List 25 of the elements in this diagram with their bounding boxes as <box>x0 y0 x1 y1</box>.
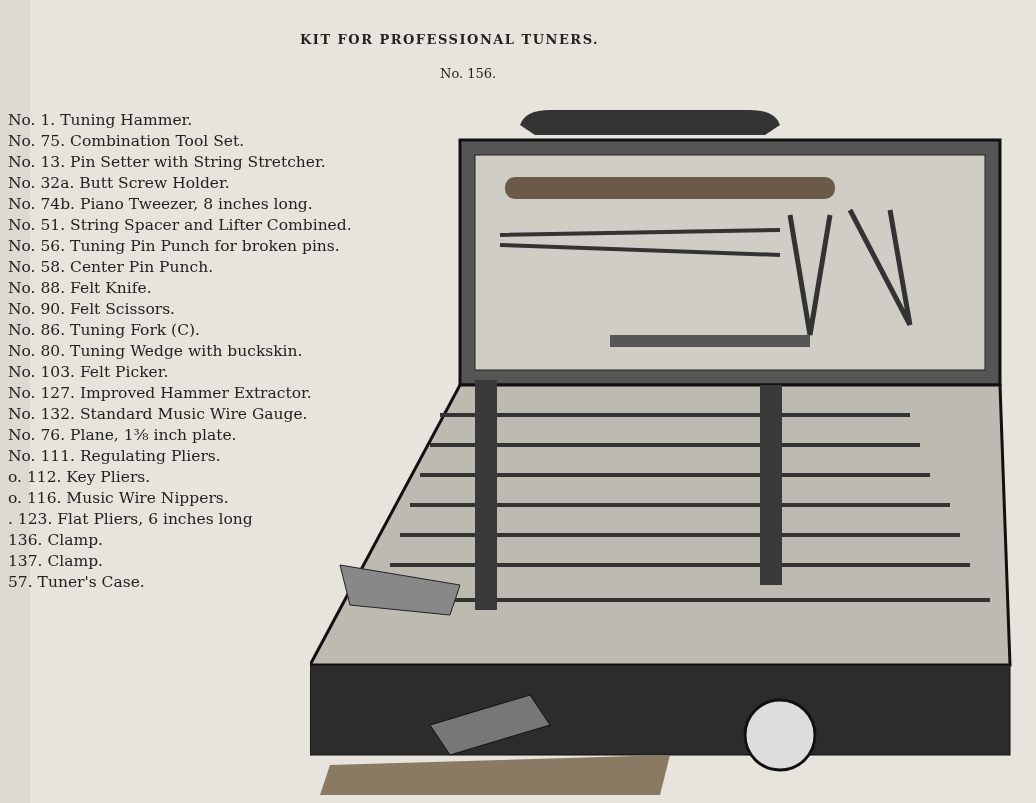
parts-list-item: 57. Tuner's Case. <box>7 572 146 592</box>
parts-list-item: No. 56. Tuning Pin Punch for broken pins. <box>7 236 341 256</box>
parts-list-item: No. 86. Tuning Fork (C). <box>7 320 201 340</box>
parts-list-item: No. 80. Tuning Wedge with buckskin. <box>7 341 304 361</box>
parts-list-item: 136. Clamp. <box>7 530 105 550</box>
parts-list-item: No. 127. Improved Hammer Extractor. <box>7 383 313 403</box>
parts-list-item: o. 112. Key Pliers. <box>7 467 152 487</box>
parts-list-item: No. 90. Felt Scissors. <box>7 299 177 319</box>
parts-list-item: 137. Clamp. <box>7 551 105 571</box>
parts-list-item: No. 75. Combination Tool Set. <box>7 131 246 151</box>
parts-list-item: No. 76. Plane, 1⅜ inch plate. <box>7 425 238 445</box>
parts-list-item: No. 103. Felt Picker. <box>7 362 170 382</box>
heading: KIT FOR PROFESSIONAL TUNERS. <box>300 32 600 47</box>
parts-list-item: No. 88. Felt Knife. <box>7 278 153 298</box>
parts-list-item: No. 111. Regulating Pliers. <box>7 446 222 466</box>
parts-list-item: . 123. Flat Pliers, 6 inches long <box>7 509 254 529</box>
parts-list-item: No. 51. String Spacer and Lifter Combined. <box>7 215 353 235</box>
parts-list-item: No. 13. Pin Setter with String Stretcher. <box>7 152 327 172</box>
catalog-number: No. 156. <box>440 66 497 81</box>
parts-list-item: o. 116. Music Wire Nippers. <box>7 488 230 508</box>
parts-list-item: No. 132. Standard Music Wire Gauge. <box>7 404 309 424</box>
parts-list-item: No. 58. Center Pin Punch. <box>7 257 215 277</box>
parts-list-item: No. 74b. Piano Tweezer, 8 inches long. <box>7 194 314 214</box>
parts-list-item: No. 32a. Butt Screw Holder. <box>7 173 231 193</box>
parts-list-item: No. 1. Tuning Hammer. <box>7 110 194 130</box>
